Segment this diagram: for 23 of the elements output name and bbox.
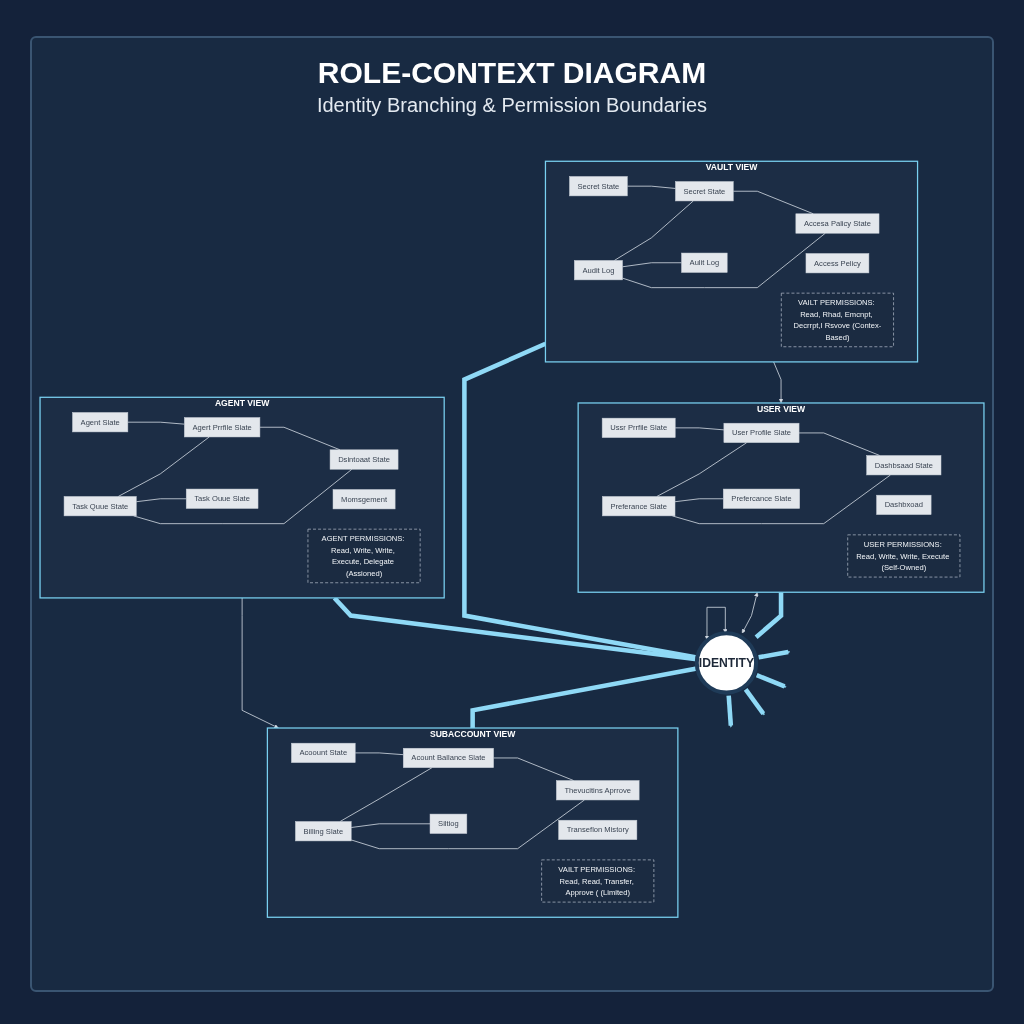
connector: [339, 767, 433, 822]
arrow: [743, 688, 766, 716]
connector: [674, 427, 725, 431]
connector: [626, 185, 676, 189]
connector: [754, 592, 784, 639]
connector: [350, 799, 585, 850]
arrow: [758, 649, 791, 660]
arrow: [726, 695, 734, 728]
connector: [622, 262, 682, 268]
connector: [354, 752, 404, 756]
connector: [350, 823, 431, 828]
arrow: [755, 673, 787, 689]
connector: [493, 757, 574, 781]
connector: [135, 498, 187, 503]
connector: [117, 436, 210, 497]
connector: [127, 421, 185, 425]
title: ROLE-CONTEXT DIAGRAM: [316, 56, 708, 90]
subtitle: Identity Branching & Permission Boundaries: [316, 94, 708, 117]
connector: [622, 232, 826, 289]
node-circle: IDENTITY: [694, 631, 759, 695]
connector: [613, 200, 694, 261]
connector: [656, 442, 748, 497]
connector: [674, 498, 724, 503]
